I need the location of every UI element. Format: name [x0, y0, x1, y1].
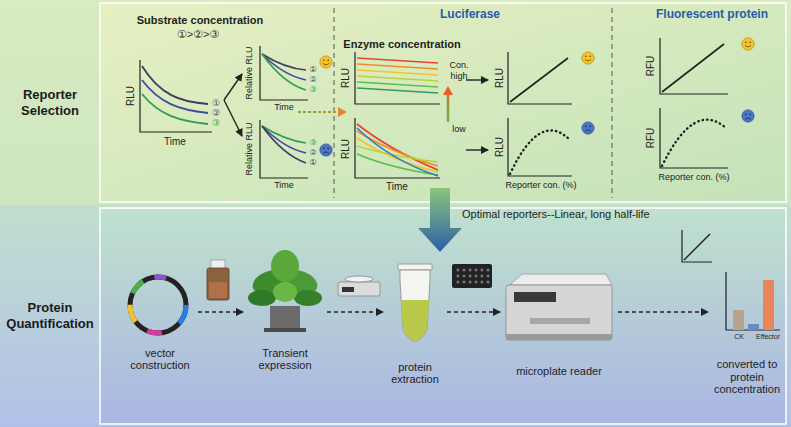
process-step: microplate reader [500, 270, 618, 378]
text-label: Time [164, 136, 186, 147]
text-label: ② [212, 109, 220, 119]
section-title: Reporter Selection [2, 86, 98, 119]
flow-arrow [327, 311, 383, 312]
axis-label: RLU [340, 68, 351, 88]
flow-arrow [198, 311, 243, 312]
process-step: vector construction [122, 266, 198, 372]
flow-arrow [447, 311, 500, 312]
text-label: Reporter con. (%) [505, 181, 576, 191]
step-caption: converted to protein concentration [708, 358, 786, 396]
step-caption: vector construction [122, 347, 198, 372]
text-label: ① [212, 99, 220, 109]
text-label: Time [274, 103, 294, 113]
text-label: ③ [309, 139, 316, 148]
axis-label: RFU [645, 128, 656, 149]
axis-label: RFU [645, 56, 656, 77]
axis-label: RLU [340, 139, 351, 159]
text-label: ② [309, 149, 316, 158]
text-label: low [452, 125, 466, 135]
text-label: Reporter con. (%) [658, 173, 729, 183]
section-band: Protein Quantification vector constructio… [0, 205, 791, 427]
process-step: Transient expression [243, 244, 327, 372]
text-label: Effector [756, 333, 780, 341]
section-title: Protein Quantification [2, 300, 98, 333]
text-label: ② [309, 76, 316, 85]
text-label: CK [734, 333, 744, 341]
flow-arrow [618, 311, 708, 312]
text-label: Con. [449, 61, 468, 71]
axis-label: Relative RLU [245, 122, 255, 175]
axis-label: Relative RLU [245, 46, 255, 99]
text-label: ③ [212, 119, 220, 129]
text-label: Enzyme concentration [343, 38, 460, 50]
text-label: ①>②>③ [177, 28, 219, 40]
axis-label: RLU [494, 137, 505, 157]
text-label: Optimal reporters--Linear, long half-lif… [462, 208, 650, 220]
text-label: high [450, 72, 467, 82]
text-label: Fluorescent protein [656, 8, 768, 21]
text-label: Time [386, 181, 408, 192]
text-label: Luciferase [440, 8, 500, 21]
step-caption: microplate reader [516, 365, 602, 378]
text-label: Time [274, 181, 294, 191]
text-label: ③ [309, 86, 316, 95]
text-label: ① [309, 159, 316, 168]
text-label: ① [309, 66, 316, 75]
step-caption: Transient expression [243, 347, 327, 372]
text-label: Substrate concentration [137, 14, 264, 26]
axis-label: RLU [494, 68, 505, 88]
step-caption: protein extraction [383, 361, 447, 386]
process-step: converted to protein concentration [708, 262, 786, 396]
axis-label: RLU [125, 86, 136, 106]
process-step: protein extraction [383, 262, 447, 386]
